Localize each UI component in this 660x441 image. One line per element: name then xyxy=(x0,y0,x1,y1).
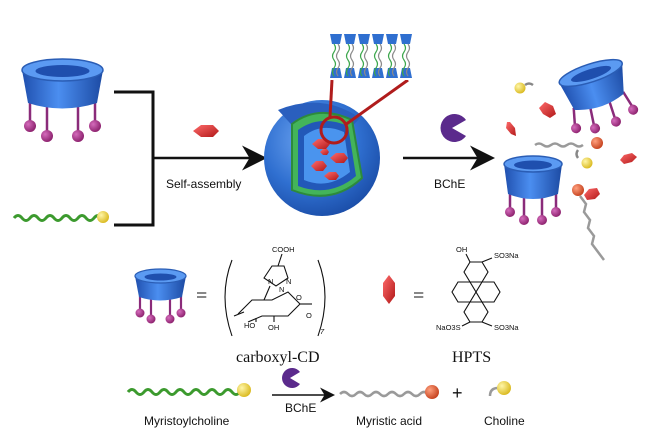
legend-hpts-icon xyxy=(383,275,395,304)
bche-label-bottom: BChE xyxy=(285,401,316,415)
bche-label-top: BChE xyxy=(434,177,465,191)
hpts-structure xyxy=(451,253,501,327)
vesicle xyxy=(264,100,380,216)
hpts-hexagon-icon xyxy=(193,125,219,137)
self-assembly-label: Self-assembly xyxy=(166,177,241,191)
cd-subscript: 7 xyxy=(320,327,325,336)
bilayer-unit xyxy=(330,34,342,78)
n-label-2: N xyxy=(286,277,291,286)
product-2-label: Choline xyxy=(484,414,525,428)
equals-sign-cd: = xyxy=(196,285,207,307)
legend-cd-cup xyxy=(134,268,187,324)
hpts-naso3-bottom: NaO3S xyxy=(436,323,461,332)
myristoylcholine-molecule-left xyxy=(12,211,109,223)
hpts-oh-label: OH xyxy=(456,245,467,254)
hpts-name: HPTS xyxy=(452,349,491,366)
membrane-bilayer-inset xyxy=(326,32,412,80)
reaction-product-myristic-acid xyxy=(339,385,439,399)
bilayer-unit xyxy=(386,34,398,78)
ho-label: HO xyxy=(244,321,255,330)
bilayer-unit xyxy=(358,34,370,78)
callout-lines xyxy=(328,78,409,127)
equals-sign-hpts: = xyxy=(413,285,424,307)
bilayer-unit xyxy=(372,34,384,78)
o-ring-label: O xyxy=(296,293,302,302)
product-1-label: Myristic acid xyxy=(356,414,422,428)
reaction-reactant xyxy=(126,383,251,397)
carboxyl-cd-name: carboxyl-CD xyxy=(236,349,320,366)
bche-enzyme-icon xyxy=(440,114,466,143)
cd-structure-labels: COOH N N N HO OH O O 7 xyxy=(244,245,325,336)
reactant-label: Myristoylcholine xyxy=(144,414,230,428)
cooh-label: COOH xyxy=(272,245,295,254)
carboxyl-cd-structure xyxy=(224,253,326,337)
bche-arrow-bottom xyxy=(272,368,335,403)
released-products xyxy=(503,58,639,261)
hpts-so3na-top: SO3Na xyxy=(494,251,519,260)
n-label-3: N xyxy=(279,285,284,294)
oh-label: OH xyxy=(268,323,279,332)
plus-sign: + xyxy=(452,383,463,403)
bilayer-units xyxy=(330,34,412,78)
membrane-callout-circle xyxy=(319,115,349,145)
bilayer-unit xyxy=(344,34,356,78)
vesicle-cargo xyxy=(311,139,348,180)
n-label-1: N xyxy=(268,277,273,286)
cd-stubs xyxy=(28,102,97,132)
hpts-structure-labels: OH SO3Na SO3Na NaO3S xyxy=(436,245,519,332)
hpts-so3na-bottom: SO3Na xyxy=(494,323,519,332)
cd-cup-top-left xyxy=(21,58,104,142)
merge-bracket xyxy=(114,90,155,227)
reaction-product-choline xyxy=(488,381,511,397)
bilayer-unit xyxy=(400,34,412,78)
o-link-label: O xyxy=(306,311,312,320)
